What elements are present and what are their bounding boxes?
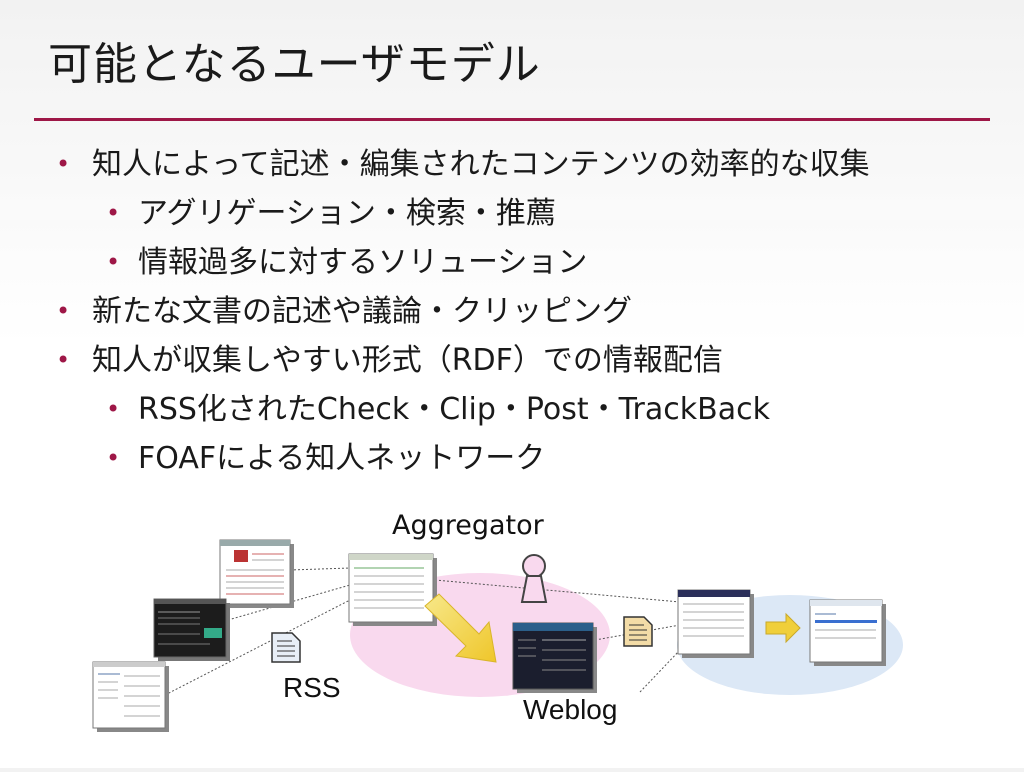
bullet-dot: • [106,395,121,423]
bullet-dot: • [106,199,121,227]
bullet-text: FOAFによる知人ネットワーク [138,441,546,476]
bullet-dot: • [56,297,71,325]
arrow-icon [424,593,497,663]
bullet-list: • 知人によって記述・編集されたコンテンツの効率的な収集 • アグリゲーション・検索… [56,140,870,483]
sub-bullet-item: • 情報過多に対するソリューション [56,238,870,287]
weblog-label: Weblog [523,694,618,725]
bullet-dot: • [56,150,71,178]
web-page-thumbnail-icon [809,599,886,666]
web-page-thumbnail-icon [92,661,169,732]
bullet-dot: • [106,248,121,276]
bullet-item: • 知人が収集しやすい形式（RDF）での情報配信 [56,336,870,385]
bullet-dot: • [106,444,121,472]
bullet-text: 情報過多に対するソリューション [138,245,588,280]
bullet-text: 知人が収集しやすい形式（RDF）での情報配信 [92,343,723,378]
title-divider [34,118,990,121]
sub-bullet-item: • FOAFによる知人ネットワーク [56,434,870,483]
sub-bullet-item: • アグリゲーション・検索・推薦 [56,189,870,238]
page-title: 可能となるユーザモデル [48,39,541,90]
bullet-item: • 新たな文書の記述や議論・クリッピング [56,287,870,336]
web-page-thumbnail-icon [219,539,294,608]
web-page-thumbnail-icon [677,589,754,658]
bullet-item: • 知人によって記述・編集されたコンテンツの効率的な収集 [56,140,870,189]
web-page-thumbnail-icon [153,598,230,661]
bullet-text: 新たな文書の記述や議論・クリッピング [92,294,632,329]
bullet-text: RSS化されたCheck・Clip・Post・TrackBack [138,392,770,427]
bullet-dot: • [56,346,71,374]
diagram-canvas [92,539,903,732]
document-icon [623,616,653,647]
sub-bullet-item: • RSS化されたCheck・Clip・Post・TrackBack [56,385,870,434]
aggregator-label: Aggregator [392,510,544,541]
bullet-text: 知人によって記述・編集されたコンテンツの効率的な収集 [92,147,870,182]
connector-lines [164,567,681,696]
rss-label: RSS [283,672,341,703]
aggregator-page-thumbnail [348,553,437,626]
person-icon [520,554,548,603]
weblog-page-thumbnail [512,622,597,693]
arrow-icon [765,612,801,644]
bullet-text: アグリゲーション・検索・推薦 [138,196,556,231]
aggregation-diagram: Aggregator RSS Weblog [0,500,1024,768]
document-icon [271,632,301,663]
